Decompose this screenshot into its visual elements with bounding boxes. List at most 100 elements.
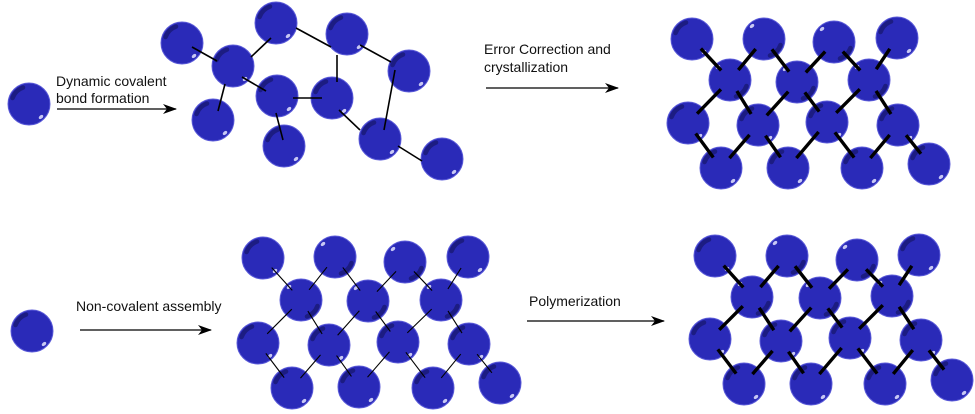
network-sphere (262, 124, 306, 168)
lattice-sphere (313, 235, 357, 279)
bond-line (826, 307, 844, 329)
network-sphere (160, 21, 204, 65)
bond-line (266, 308, 293, 335)
lattice-sphere (766, 146, 810, 190)
bond-line (770, 48, 791, 73)
bond-line (818, 346, 843, 376)
network-sphere (325, 12, 369, 56)
bond-line (841, 50, 862, 72)
bond-line (728, 133, 751, 160)
bond-line (694, 132, 715, 159)
bond-line (804, 50, 827, 74)
bond-line (722, 264, 745, 289)
lattice-sphere (897, 233, 941, 277)
bond-line (834, 87, 862, 115)
bond-line (864, 268, 885, 288)
arrow-label: Error Correction and (484, 41, 611, 57)
lattice-sphere (899, 318, 943, 362)
bond-line (788, 306, 813, 333)
lattice-sphere (875, 16, 919, 60)
lattice-sphere (411, 366, 455, 410)
bond-line (308, 266, 328, 291)
bond-line (735, 90, 753, 115)
bond-line (191, 46, 218, 62)
bond-line (337, 310, 360, 336)
bond-line (413, 271, 433, 291)
bond-line (376, 271, 397, 292)
bond-line (406, 308, 433, 334)
bond-line (265, 353, 285, 378)
bond-line (271, 267, 293, 291)
network-sphere (310, 76, 354, 120)
arrow-label: crystallization (484, 59, 568, 75)
arrows-layer (57, 83, 665, 335)
bond-line (383, 69, 396, 131)
arrow-label: Polymerization (529, 293, 621, 309)
bond-line (447, 310, 463, 334)
bond-line (217, 83, 226, 112)
lattice-sphere (876, 103, 920, 147)
bond-line (874, 47, 892, 71)
bond-line (897, 305, 916, 331)
bond-line (897, 264, 914, 287)
lattice-sphere (742, 17, 786, 61)
lattice-sphere (270, 366, 314, 410)
bond-line (359, 44, 392, 63)
arrow-label: bond formation (56, 90, 149, 106)
lattice-sphere (241, 236, 285, 280)
bond-line (717, 304, 745, 332)
lattice-sphere (907, 142, 951, 186)
bond-line (736, 47, 758, 72)
monomer-sphere (10, 309, 54, 353)
bond-line (874, 90, 893, 115)
network-sphere (420, 137, 464, 181)
bond-line (759, 264, 780, 289)
bonds-over-layer (191, 27, 946, 379)
bond-line (787, 350, 805, 375)
bond-line (295, 27, 332, 48)
bond-line (375, 311, 391, 332)
bond-line (307, 310, 323, 335)
bond-line (336, 355, 352, 377)
bond-line (342, 267, 361, 291)
bond-line (338, 109, 361, 131)
bond-line (440, 353, 462, 379)
bond-line (904, 134, 923, 155)
bond-line (857, 303, 885, 331)
network-sphere (191, 98, 235, 142)
bond-line (250, 37, 272, 58)
arrow-label: Dynamic covalent (56, 73, 167, 89)
lattice-sphere (863, 362, 907, 406)
bond-line (476, 353, 493, 374)
arrow-label: Non-covalent assembly (76, 298, 222, 314)
bond-line (447, 267, 462, 290)
bond-line (856, 347, 879, 375)
bond-line (397, 145, 423, 162)
monomer-sphere (7, 82, 51, 126)
bond-line (695, 88, 723, 115)
lattice-sphere (930, 358, 974, 402)
network-sphere (255, 74, 299, 118)
lattice-sphere (840, 146, 884, 190)
bond-line (833, 131, 856, 159)
bond-line (869, 133, 891, 160)
bond-line (241, 76, 267, 92)
bond-line (367, 351, 390, 378)
bond-line (765, 90, 790, 117)
lattice-sphere (446, 235, 490, 279)
bond-line (405, 352, 426, 378)
spheres-layer (7, 1, 974, 410)
bond-line (803, 91, 821, 113)
network-sphere (211, 44, 255, 88)
network-sphere (254, 1, 298, 45)
lattice-sphere (789, 362, 833, 406)
bond-line (275, 112, 284, 141)
bond-line (699, 47, 723, 72)
bond-line (300, 354, 321, 379)
lattice-sphere (478, 361, 522, 405)
bond-line (764, 134, 782, 159)
bond-line (716, 348, 738, 375)
bond-line (793, 265, 814, 289)
bond-line (751, 349, 774, 376)
